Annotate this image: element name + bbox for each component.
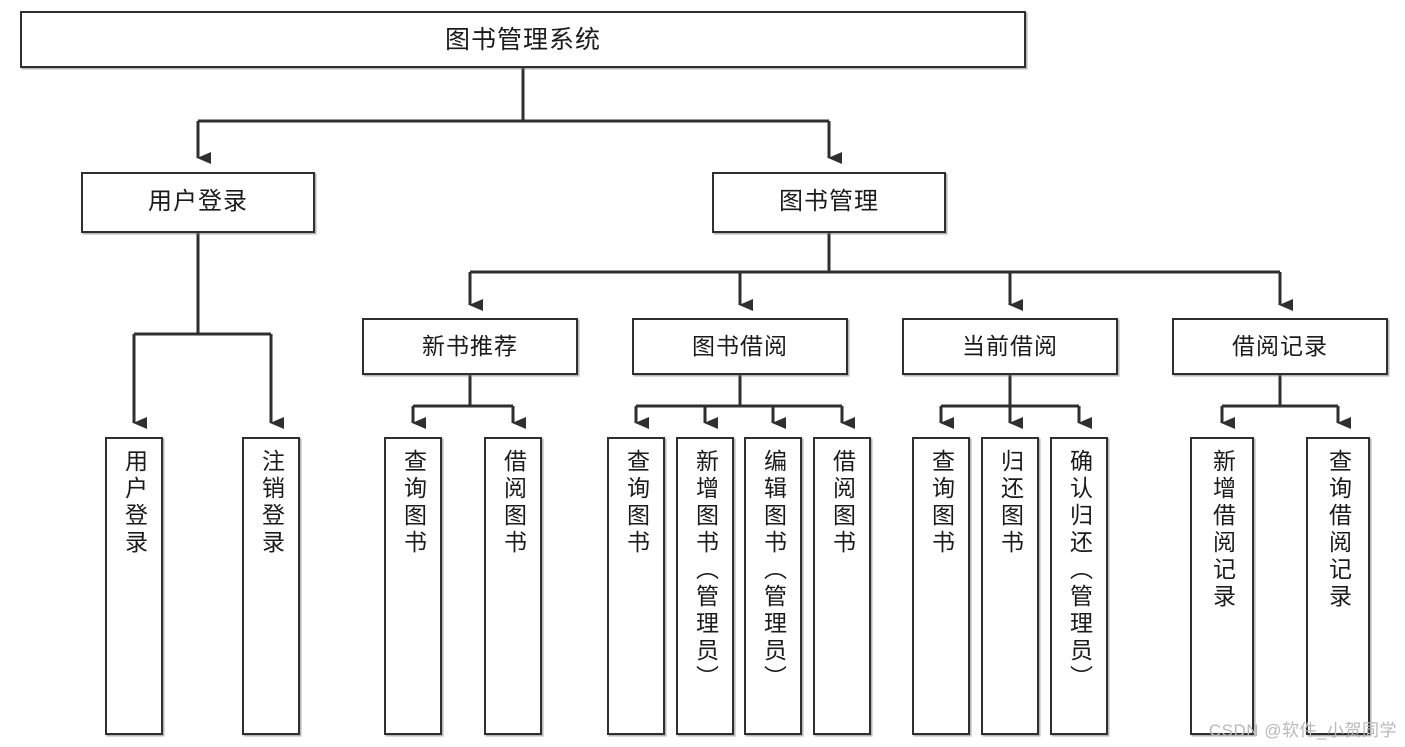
node-leaf-user-logout-label: 注销登录: [258, 449, 285, 557]
node-leaf-add-record[interactable]: 新增借阅记录: [1190, 437, 1254, 735]
node-leaf-user-login[interactable]: 用户登录: [105, 437, 163, 735]
node-new-book-rec[interactable]: 新书推荐: [362, 318, 578, 375]
node-user-login-label: 用户登录: [148, 188, 248, 216]
node-current-borrow-label: 当前借阅: [962, 332, 1058, 359]
node-leaf-query-book-1[interactable]: 查询图书: [384, 437, 442, 735]
node-book-borrow[interactable]: 图书借阅: [632, 318, 848, 375]
node-user-login[interactable]: 用户登录: [81, 172, 315, 233]
node-leaf-user-login-label: 用户登录: [121, 449, 148, 557]
node-leaf-borrow-book-1-label: 借阅图书: [500, 449, 527, 557]
node-book-manage[interactable]: 图书管理: [712, 172, 946, 233]
node-leaf-add-book-label: 新增图书（管理员）: [692, 449, 719, 692]
node-leaf-query-book-3[interactable]: 查询图书: [912, 437, 970, 735]
node-leaf-confirm-return-label: 确认归还（管理员）: [1066, 449, 1093, 692]
node-leaf-return-book[interactable]: 归还图书: [981, 437, 1039, 735]
node-leaf-query-record-label: 查询借阅记录: [1325, 449, 1352, 611]
node-leaf-add-record-label: 新增借阅记录: [1209, 449, 1236, 611]
node-leaf-query-book-2[interactable]: 查询图书: [607, 437, 665, 735]
node-leaf-edit-book[interactable]: 编辑图书（管理员）: [744, 437, 802, 735]
node-leaf-add-book[interactable]: 新增图书（管理员）: [676, 437, 734, 735]
csdn-watermark: CSDN @软件_小贺同学: [1208, 721, 1397, 740]
node-leaf-query-book-2-label: 查询图书: [623, 449, 650, 557]
node-leaf-query-book-3-label: 查询图书: [928, 449, 955, 557]
node-leaf-query-book-1-label: 查询图书: [400, 449, 427, 557]
node-current-borrow[interactable]: 当前借阅: [902, 318, 1118, 375]
node-root[interactable]: 图书管理系统: [20, 11, 1026, 68]
node-borrow-record[interactable]: 借阅记录: [1172, 318, 1388, 375]
node-leaf-user-logout[interactable]: 注销登录: [242, 437, 300, 735]
node-borrow-record-label: 借阅记录: [1232, 332, 1328, 359]
node-leaf-borrow-book-2[interactable]: 借阅图书: [813, 437, 871, 735]
node-leaf-borrow-book-2-label: 借阅图书: [829, 449, 856, 557]
node-root-label: 图书管理系统: [444, 25, 601, 54]
node-leaf-edit-book-label: 编辑图书（管理员）: [760, 449, 787, 692]
node-book-manage-label: 图书管理: [779, 188, 879, 216]
node-leaf-return-book-label: 归还图书: [997, 449, 1024, 557]
node-leaf-query-record[interactable]: 查询借阅记录: [1306, 437, 1370, 735]
node-leaf-confirm-return[interactable]: 确认归还（管理员）: [1050, 437, 1108, 735]
node-book-borrow-label: 图书借阅: [692, 332, 788, 359]
node-leaf-borrow-book-1[interactable]: 借阅图书: [484, 437, 542, 735]
node-new-book-rec-label: 新书推荐: [422, 332, 518, 359]
